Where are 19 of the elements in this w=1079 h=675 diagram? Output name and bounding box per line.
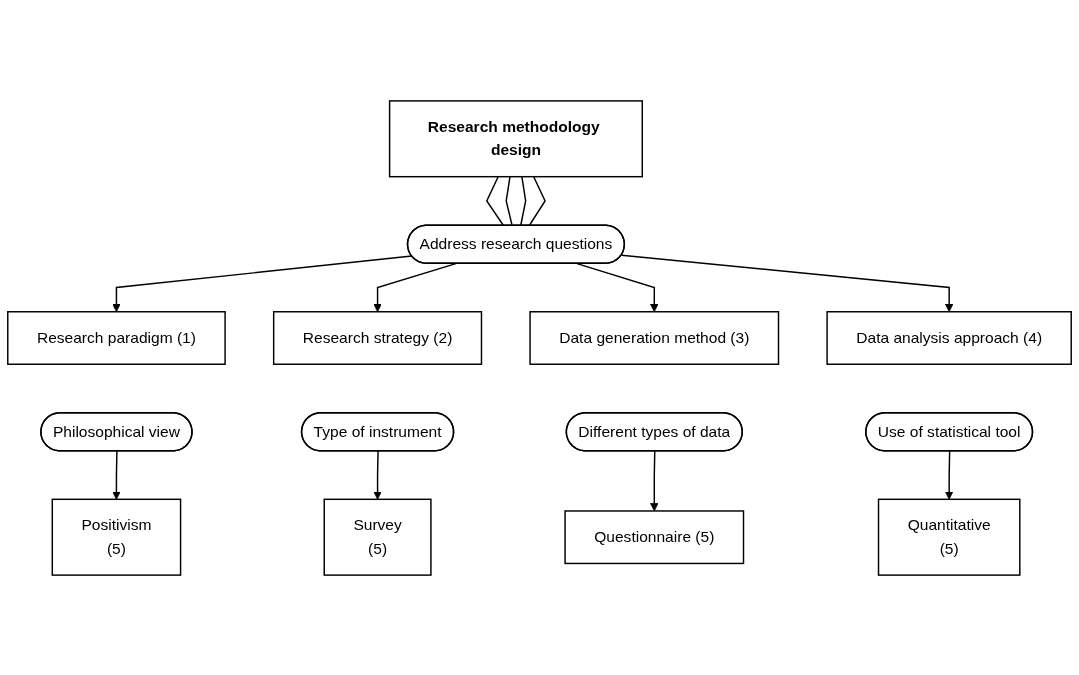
connector — [505, 175, 513, 226]
node-box: Positivism (5) — [51, 498, 182, 576]
node-box: Research paradigm (1) — [7, 310, 226, 365]
node-box: Questionnaire (5) — [564, 509, 745, 564]
node-box: Quantitative (5) — [877, 498, 1021, 576]
arrow — [944, 449, 954, 500]
arrow — [620, 254, 954, 312]
arrow — [576, 262, 659, 312]
node-box: Data generation method (3) — [529, 310, 780, 365]
arrow — [650, 449, 659, 511]
arrow — [373, 449, 382, 500]
node-box: Research strategy (2) — [272, 310, 483, 365]
arrow — [112, 449, 121, 500]
arrow — [373, 262, 457, 312]
node-box: Data analysis approach (4) — [826, 310, 1072, 365]
node-box: Research methodology design — [388, 99, 643, 177]
arrow — [112, 254, 413, 312]
connector — [519, 175, 527, 226]
node-box: Survey (5) — [323, 498, 432, 576]
